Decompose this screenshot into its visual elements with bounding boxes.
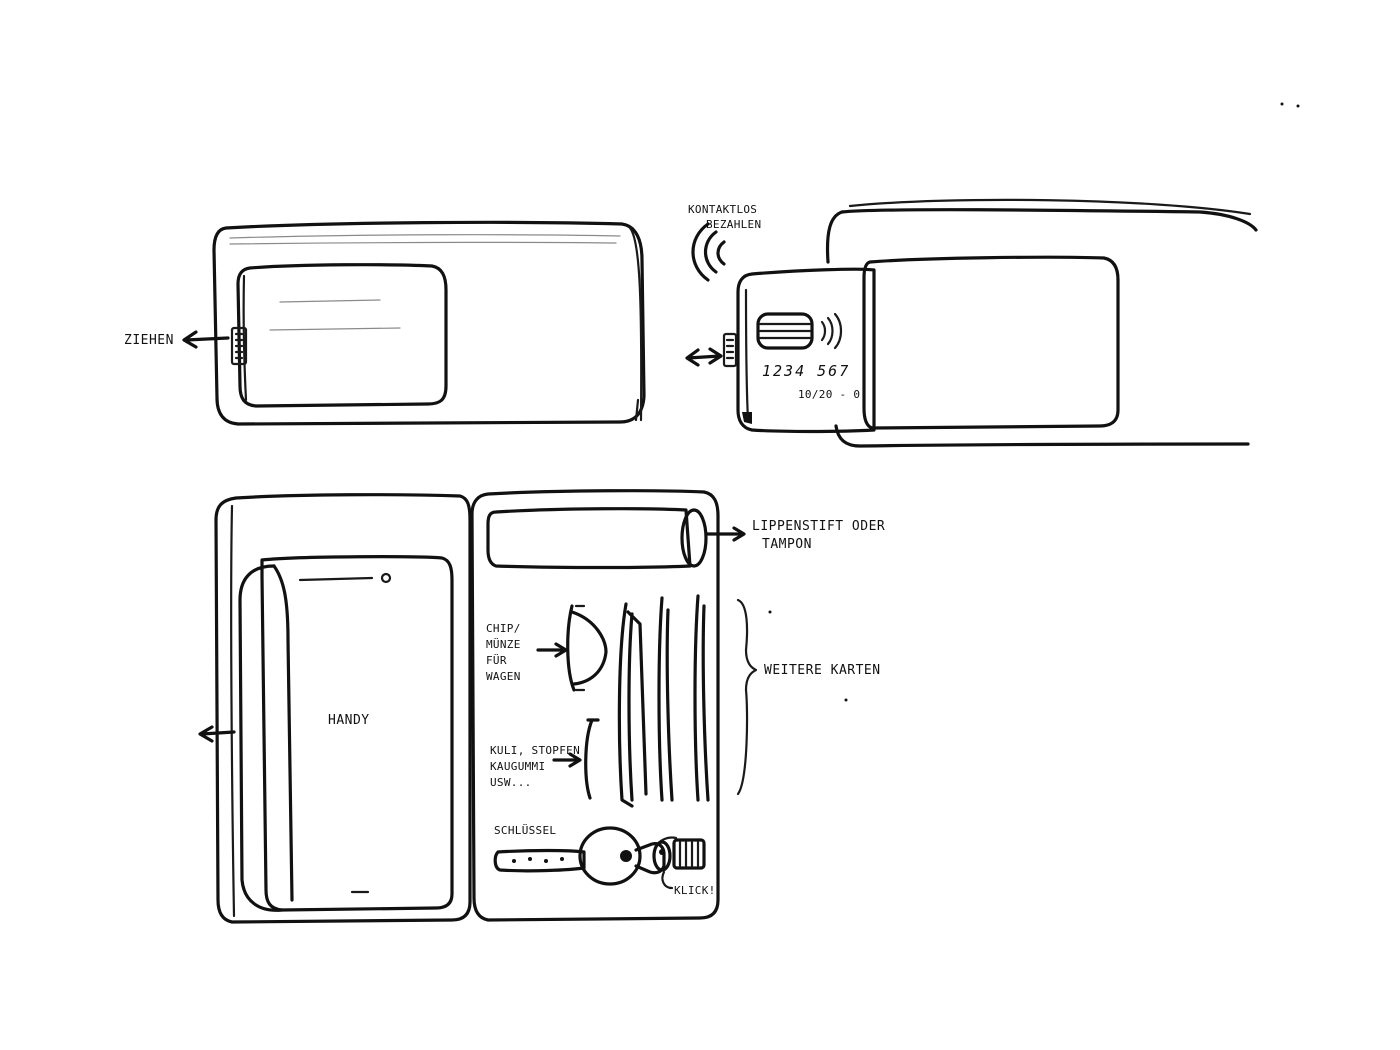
label-chip-3: FÜR [486,654,507,667]
label-ziehen: ZIEHEN [124,333,174,348]
label-chip-4: WAGEN [486,670,521,683]
stray-dot [845,699,848,702]
stray-dot [1281,103,1284,106]
stray-dot [769,611,772,614]
label-stuff-2: KAUGUMMI [490,760,545,773]
label-handy: HANDY [328,713,370,728]
open-wallet-drawing [200,491,756,922]
label-weitere-karten: WEITERE KARTEN [764,663,881,678]
label-kontaktlos-1: KONTAKTLOS [688,203,757,216]
label-chip-1: CHIP/ [486,622,521,635]
card-slide-wallet-drawing [687,200,1256,446]
label-card-number: 1234 567 [762,362,850,380]
label-schluessel: SCHLÜSSEL [494,824,556,837]
stray-dot [1297,105,1300,108]
label-kontaktlos-2: BEZAHLEN [706,218,761,231]
label-klick: KLICK! [674,884,716,897]
label-lippenstift-2: TAMPON [762,537,812,552]
label-lippenstift-1: LIPPENSTIFT ODER [752,519,885,534]
label-stuff-1: KULI, STOPFEN [490,744,580,757]
closed-wallet-drawing [184,222,644,424]
label-card-expiry: 10/20 - 0 [798,388,860,401]
label-stuff-3: USW... [490,776,532,789]
label-chip-2: MÜNZE [486,638,521,651]
